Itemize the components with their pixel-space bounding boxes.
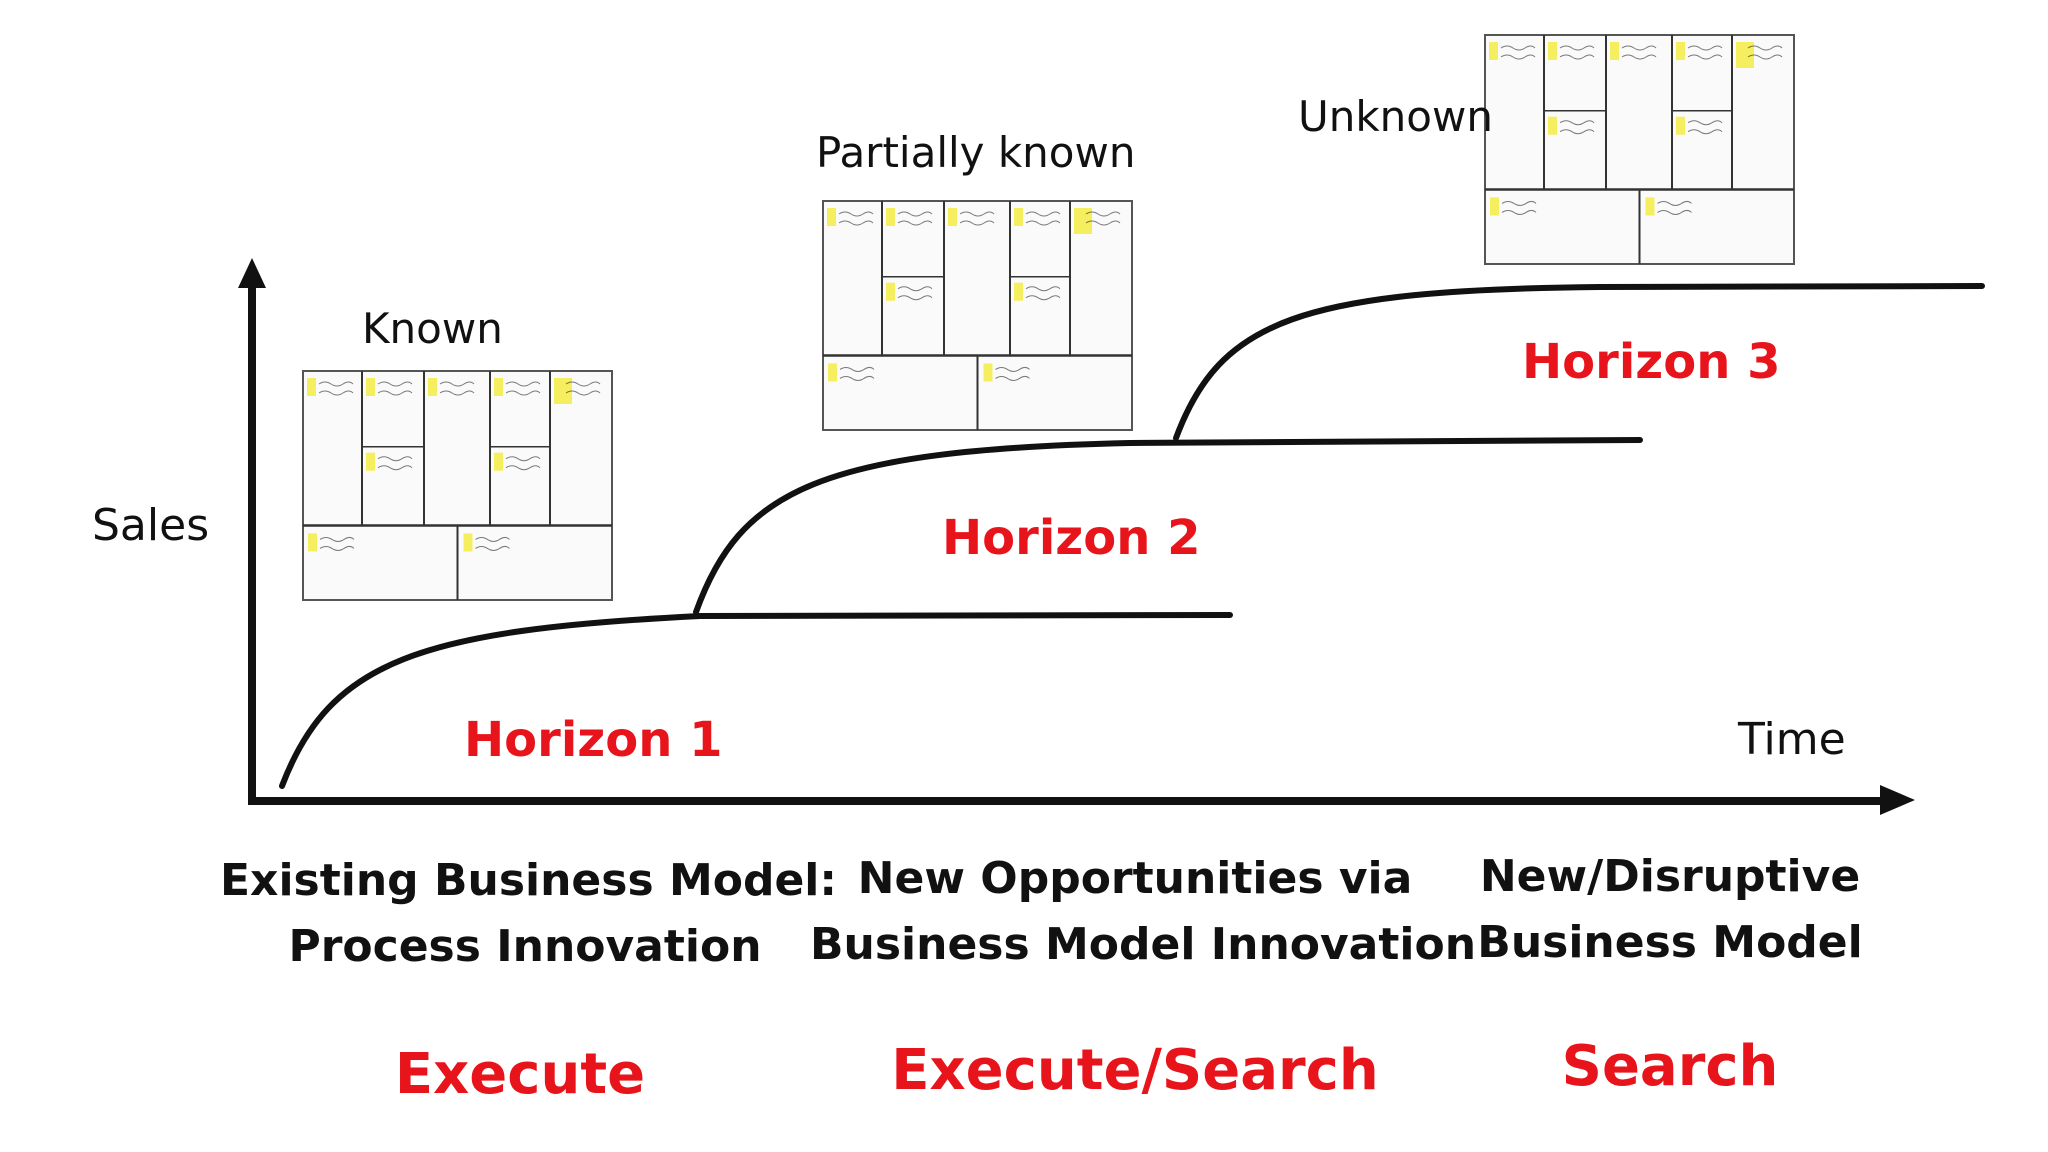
known-label: Known — [362, 304, 503, 353]
horizon-1-label: Horizon 1 — [464, 712, 723, 768]
mode-execute-search: Execute/Search — [891, 1038, 1379, 1103]
partially-known-label: Partially known — [816, 128, 1136, 177]
x-axis-arrowhead — [1880, 785, 1915, 815]
horizon-2-curve — [693, 437, 1643, 615]
unknown-label: Unknown — [1298, 92, 1493, 141]
canvas-sketch-graphic — [302, 370, 613, 601]
horizon-1-curve — [279, 612, 1233, 789]
caption-3-line-2: Business Model — [1477, 917, 1863, 968]
horizon-3-label: Horizon 3 — [1522, 334, 1781, 390]
caption-2-line-1: New Opportunities via — [857, 853, 1413, 904]
caption-1-line-1: Existing Business Model: — [220, 855, 837, 906]
caption-1-line-2: Process Innovation — [288, 921, 762, 972]
caption-horizon-2: New Opportunities via Business Model Inn… — [810, 846, 1477, 978]
y-axis-label: Sales — [92, 500, 210, 551]
horizon-2-label: Horizon 2 — [942, 510, 1201, 566]
caption-2-line-2: Business Model Innovation — [810, 919, 1477, 970]
canvas-partial-sketch — [820, 198, 1135, 433]
canvas-sketch-graphic — [1484, 34, 1795, 265]
caption-3-line-1: New/Disruptive — [1479, 851, 1861, 902]
mode-search: Search — [1561, 1034, 1779, 1099]
mode-execute: Execute — [394, 1042, 646, 1107]
horizon-3-curve — [1173, 283, 1985, 441]
canvas-unknown-sketch — [1482, 32, 1797, 267]
caption-horizon-3: New/Disruptive Business Model — [1460, 844, 1880, 976]
canvas-sketch-graphic — [822, 200, 1133, 431]
y-axis-arrowhead — [238, 258, 266, 288]
x-axis-label: Time — [1738, 714, 1846, 765]
caption-horizon-1: Existing Business Model: Process Innovat… — [220, 848, 837, 980]
canvas-known-sketch — [300, 368, 615, 603]
